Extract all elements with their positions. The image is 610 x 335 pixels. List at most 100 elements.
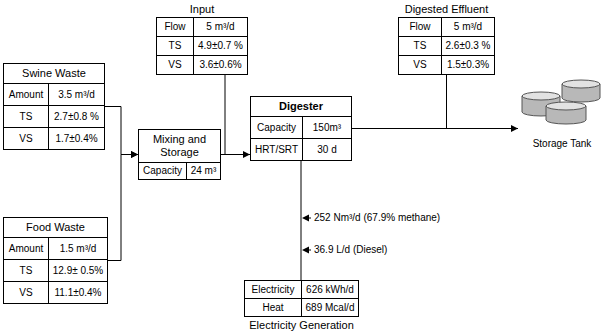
feed-arrow [302, 247, 309, 254]
table-cell: Amount [4, 84, 48, 105]
table-cell: 24 m³ [186, 163, 220, 179]
caption-text: Electricity Generation [249, 319, 354, 331]
table-cell: TS [157, 37, 193, 55]
flow-connector [301, 161, 302, 280]
arrowhead [243, 151, 250, 158]
table-cell: HRT/SRT [251, 139, 302, 160]
table-row: VS 1.7±0.4% [4, 127, 104, 149]
header-text: Digester [279, 100, 323, 112]
table-row: Flow 5 m³/d [399, 18, 494, 36]
table-cell: TS [4, 260, 48, 281]
table-cell: 11.1±0.4% [48, 282, 107, 303]
tank-top [562, 80, 600, 88]
table-cell: 5 m³/d [193, 18, 247, 36]
cell-value: 30 d [317, 144, 336, 156]
cell-label: VS [19, 133, 32, 145]
table-caption: Electricity Generation [249, 319, 354, 332]
cell-value: 4.9±0.7 % [198, 40, 243, 52]
cell-label: VS [168, 59, 181, 71]
table-heading: Digested Effluent [369, 3, 524, 18]
arrowhead [131, 151, 138, 158]
cell-value: 1.5 m³/d [60, 243, 97, 255]
table-row: Heat 689 Mcal/d [245, 298, 358, 316]
cell-value: 626 kWh/d [306, 284, 354, 296]
cell-label: TS [414, 40, 427, 52]
cell-value: 3.6±0.6% [199, 59, 241, 71]
table-row: TS 2.6±0.3 % [399, 36, 494, 55]
tank-icon [518, 78, 606, 128]
flow-label: 252 Nm³/d (67.9% methane) [314, 212, 440, 224]
cell-value: 3.5 m³/d [58, 89, 95, 101]
cell-value: 5 m³/d [454, 21, 482, 33]
cell-value: 2.6±0.3 % [446, 40, 491, 52]
header-text: Food Waste [26, 221, 85, 233]
heading-text: Input [190, 3, 214, 15]
cell-value: 1.5±0.3% [447, 59, 489, 71]
cell-label: Electricity [252, 284, 295, 296]
cell-label: Capacity [143, 165, 182, 177]
tap-line [225, 75, 226, 155]
cell-value: 2.7±0.8 % [54, 111, 99, 123]
cell-label: VS [413, 59, 426, 71]
table-cell: VS [4, 282, 48, 303]
connector-line [108, 155, 138, 261]
tank-top [546, 102, 586, 110]
flow-label: 36.9 L/d (Diesel) [314, 244, 387, 256]
cell-label: TS [20, 111, 33, 123]
flow-label-text: 36.9 L/d (Diesel) [314, 244, 387, 255]
cell-value: 24 m³ [191, 165, 217, 177]
digester-box: DigesterCapacity150m³HRT/SRT30 d [250, 96, 352, 161]
data-table: Electricity 626 kWh/dHeat 689 Mcal/d Electr… [244, 280, 359, 317]
table-cell: Electricity [245, 281, 301, 298]
flow-label-text: 252 Nm³/d (67.9% methane) [314, 212, 440, 223]
table-row: TS 2.7±0.8 % [4, 105, 104, 127]
header-text: Swine Waste [22, 67, 86, 79]
table-row: TS 12.9± 0.5% [4, 259, 107, 281]
table-cell: 3.5 m³/d [48, 84, 104, 105]
header-text: Mixing and Storage [153, 133, 206, 158]
table-cell: TS [4, 106, 48, 127]
cell-value: 1.7±0.4% [55, 133, 97, 145]
table-row: VS 3.6±0.6% [157, 55, 247, 74]
process-box: Mixing and StorageCapacity 24 m³ [138, 129, 221, 180]
table-cell: Flow [157, 18, 193, 36]
cell-label: Flow [409, 21, 430, 33]
table-row: Flow 5 m³/d [157, 18, 247, 36]
table-cell: 626 kWh/d [301, 281, 358, 298]
table-cell: VS [399, 56, 441, 74]
cell-label: Amount [9, 243, 43, 255]
tank-label: Storage Tank [533, 138, 592, 149]
table-header: Mixing and Storage [139, 130, 220, 162]
cell-label: Capacity [257, 122, 296, 134]
data-table: Digested EffluentFlow5 m³/dTS2.6±0.3 %VS… [398, 17, 495, 75]
cell-value: 12.9± 0.5% [53, 265, 104, 277]
table-cell: Capacity [251, 117, 302, 138]
table-cell: Heat [245, 299, 301, 316]
table-cell: 1.5 m³/d [48, 238, 107, 259]
data-table: InputFlow5 m³/dTS4.9±0.7 %VS3.6±0.6% [156, 17, 248, 75]
cell-label: Amount [9, 89, 43, 101]
cell-label: Flow [164, 21, 185, 33]
cell-value: 689 Mcal/d [306, 302, 355, 314]
cell-label: HRT/SRT [255, 144, 298, 156]
storage-tank: Storage Tank [518, 78, 606, 150]
cell-label: VS [19, 287, 32, 299]
table-row: VS 11.1±0.4% [4, 281, 107, 303]
cell-value: 5 m³/d [206, 21, 234, 33]
table-row: VS 1.5±0.3% [399, 55, 494, 74]
feed-arrow [302, 215, 309, 222]
table-cell: 2.6±0.3 % [441, 37, 494, 55]
table-cell: 2.7±0.8 % [48, 106, 104, 127]
table-row: Amount 3.5 m³/d [4, 83, 104, 105]
table-cell: 4.9±0.7 % [193, 37, 247, 55]
connector-line [105, 107, 138, 155]
table-cell: 3.6±0.6% [193, 56, 247, 74]
table-cell: 30 d [302, 139, 351, 160]
arrowhead [131, 151, 138, 158]
cell-value: 11.1±0.4% [54, 287, 101, 299]
tank-label-row: Storage Tank [518, 138, 606, 150]
data-table: Swine WasteAmount 3.5 m³/dTS 2.7±0.8 % VS 1.… [3, 63, 105, 150]
table-row: Electricity 626 kWh/d [245, 281, 358, 298]
cell-label: TS [169, 40, 182, 52]
